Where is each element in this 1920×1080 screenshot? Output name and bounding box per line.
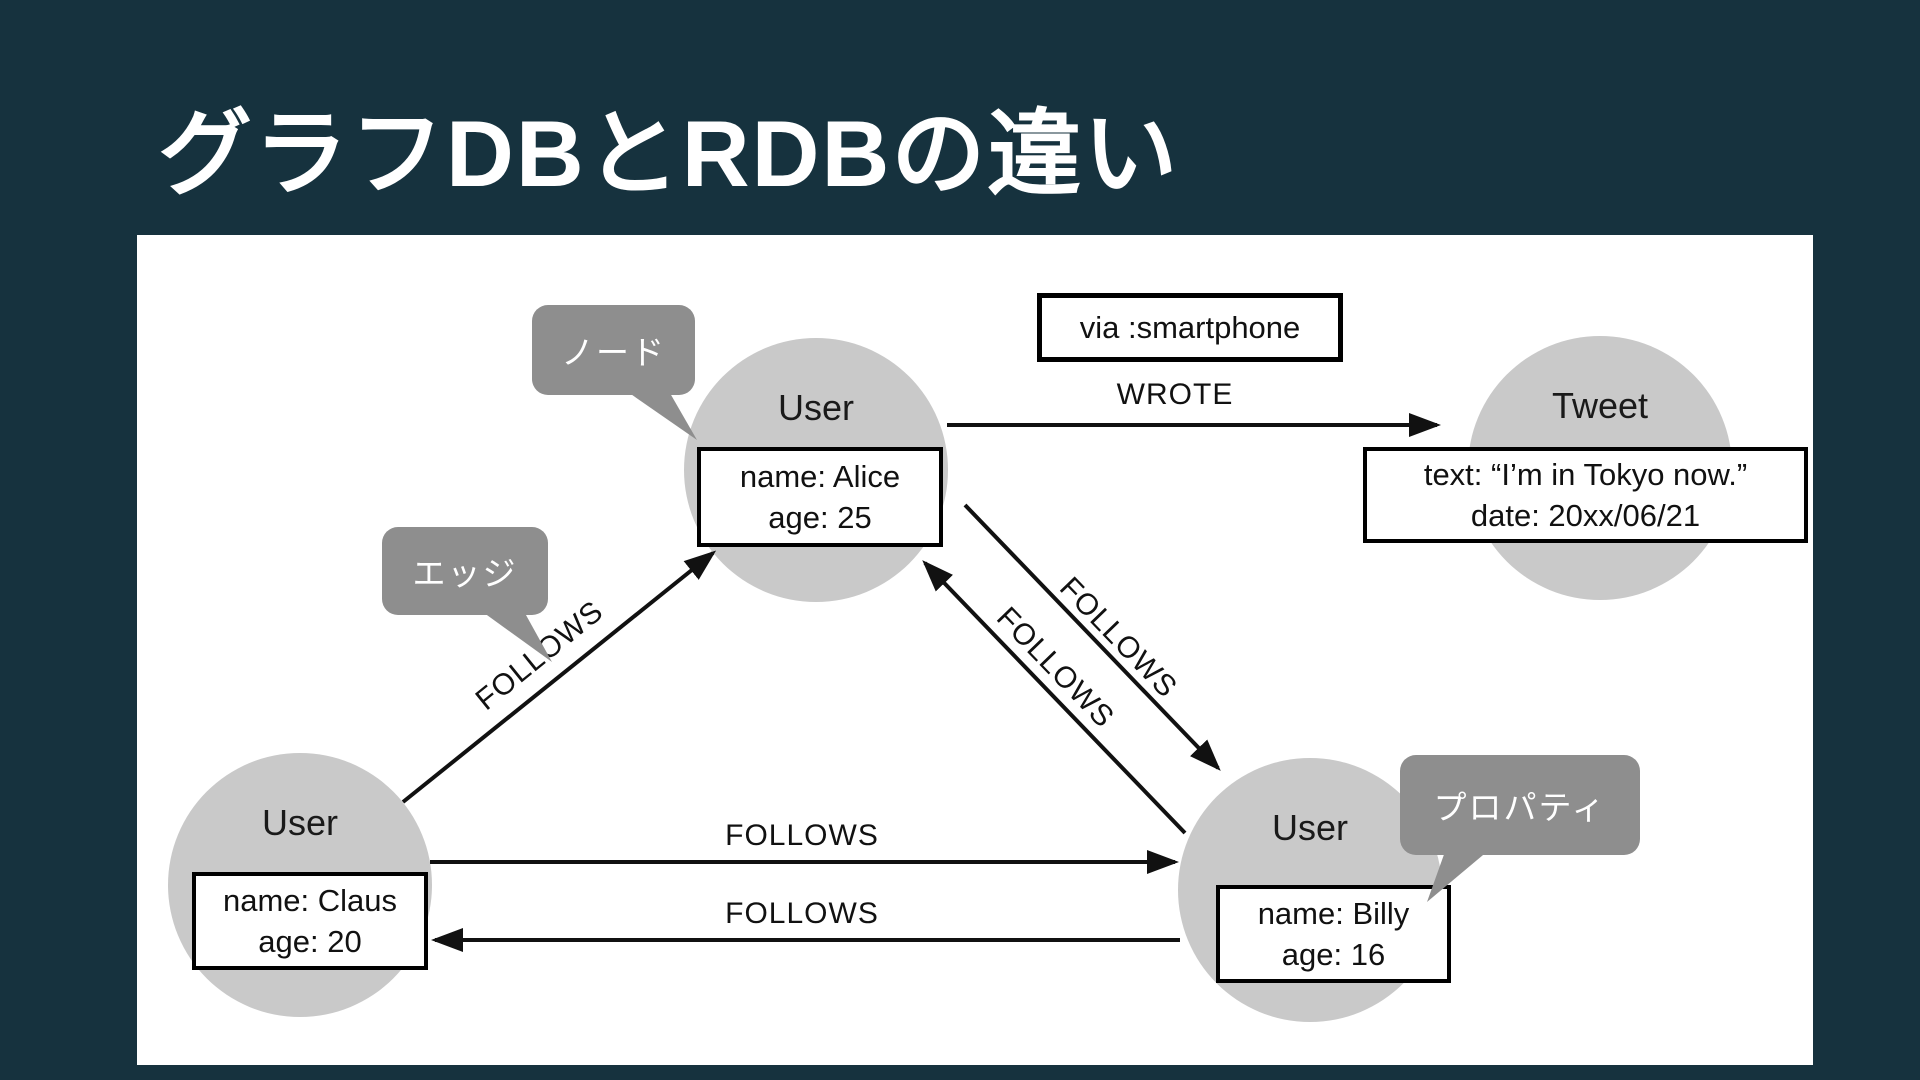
- node-tweet-properties: text: “I’m in Tokyo now.” date: 20xx/06/…: [1363, 447, 1808, 543]
- property-line: text: “I’m in Tokyo now.”: [1423, 457, 1748, 492]
- node-alice-label: User: [777, 387, 855, 428]
- edge-follows-billy-claus-label: FOLLOWS: [725, 897, 879, 930]
- property-line: age: 16: [1281, 937, 1386, 972]
- property-line: age: 20: [258, 924, 362, 959]
- node-alice-properties: name: Alice age: 25: [697, 447, 943, 547]
- callout-property-label: プロパティ: [1433, 789, 1607, 826]
- property-line: age: 25: [768, 500, 872, 535]
- edge-follows-billy-alice-line: [922, 560, 1187, 835]
- node-billy-label: User: [1271, 807, 1349, 848]
- callout-edge: エッジ: [382, 527, 552, 662]
- callout-node: ノード: [532, 305, 697, 440]
- property-line: date: 20xx/06/21: [1470, 498, 1701, 533]
- property-line: name: Alice: [739, 459, 901, 494]
- page-title: グラフDBとRDBの違い: [158, 101, 1180, 206]
- callout-node-tail: [625, 390, 697, 440]
- property-line: name: Claus: [222, 883, 398, 918]
- callout-edge-label: エッジ: [412, 555, 518, 592]
- edge-wrote-property-box: via :smartphone: [1037, 293, 1343, 362]
- diagram-panel: User Tweet User User name: Alice age: 25…: [137, 235, 1813, 1065]
- callout-property: プロパティ: [1400, 755, 1640, 902]
- callout-node-label: ノード: [561, 334, 666, 371]
- node-claus-properties: name: Claus age: 20: [192, 872, 428, 970]
- node-tweet-label: Tweet: [1551, 385, 1649, 426]
- edge-wrote-label: WROTE: [1116, 378, 1234, 411]
- node-claus-label: User: [261, 802, 339, 843]
- edge-follows-claus-billy-label: FOLLOWS: [725, 819, 879, 852]
- node-billy-properties: name: Billy age: 16: [1216, 885, 1451, 983]
- property-line: name: Billy: [1257, 896, 1410, 931]
